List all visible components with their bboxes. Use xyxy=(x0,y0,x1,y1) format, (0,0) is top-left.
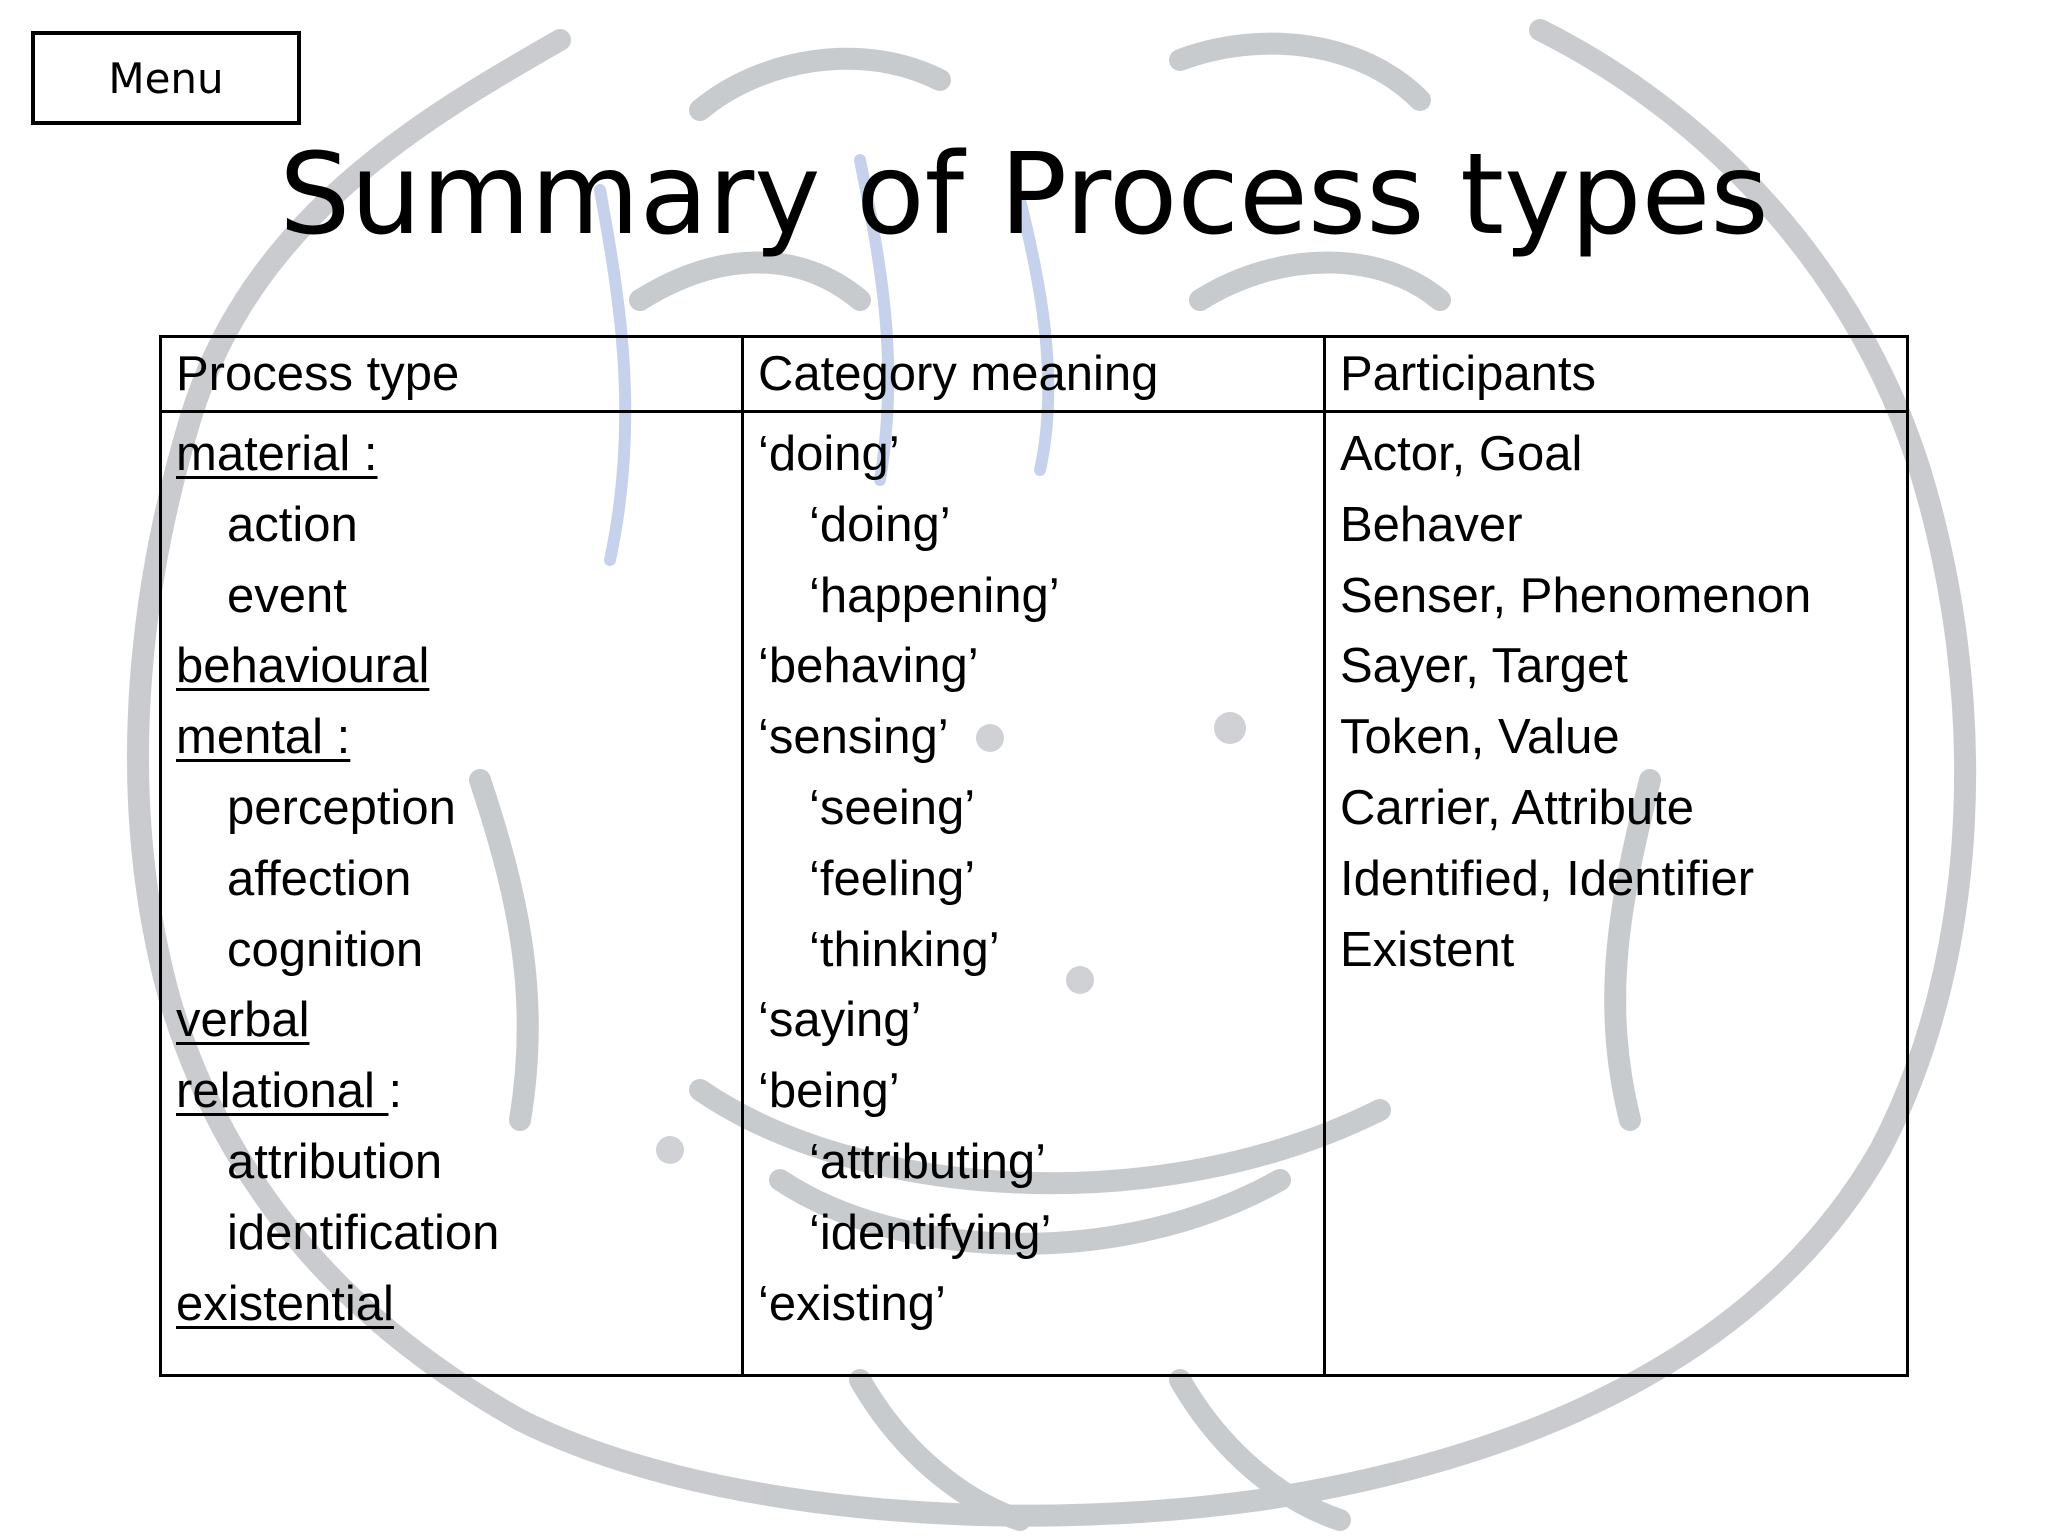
participants-item: Sayer, Target xyxy=(1340,639,1628,694)
category-meaning-item: ‘doing’ xyxy=(758,427,900,481)
category-meaning-item: ‘being’ xyxy=(758,1064,900,1119)
category-meaning-item: ‘feeling’ xyxy=(809,851,976,906)
process-type-suffix: : xyxy=(388,1064,403,1119)
process-type-label: verbal xyxy=(176,993,310,1048)
process-type-item: mental : xyxy=(176,702,727,773)
process-type-item: behavioural xyxy=(176,631,727,702)
process-types-table: Process type Category meaning Participan… xyxy=(159,335,1909,1377)
participants-item: Identified, Identifier xyxy=(1340,851,1755,906)
category-meaning-item: ‘seeing’ xyxy=(809,780,976,835)
process-type-item: cognition xyxy=(227,922,424,977)
process-type-item: material : xyxy=(176,419,727,490)
participants-item: Existent xyxy=(1340,922,1515,977)
participants-item: Token, Value xyxy=(1340,710,1620,765)
process-type-item: relational : xyxy=(176,1056,727,1127)
header-participants: Participants xyxy=(1323,335,1909,413)
process-type-item: perception xyxy=(227,780,456,835)
table-header-row: Process type Category meaning Participan… xyxy=(159,335,1909,413)
participants-item: Actor, Goal xyxy=(1340,427,1583,481)
category-meaning-item: ‘sensing’ xyxy=(758,710,949,765)
table-body-row: material : action event behavioural mental :… xyxy=(159,410,1909,1377)
process-type-item: attribution xyxy=(227,1134,443,1189)
process-type-item: verbal xyxy=(176,985,727,1056)
category-meaning-item: ‘doing’ xyxy=(809,497,951,552)
process-type-item: existential xyxy=(176,1269,727,1340)
category-meaning-item: ‘existing’ xyxy=(758,1276,946,1331)
process-type-label: material : xyxy=(176,427,378,481)
category-meaning-cell: ‘doing’ ‘doing’ ‘happening’ ‘behaving’ ‘sens… xyxy=(741,410,1326,1377)
participants-item: Senser, Phenomenon xyxy=(1340,568,1812,623)
header-process-type: Process type xyxy=(159,335,744,413)
category-meaning-item: ‘identifying’ xyxy=(809,1205,1052,1260)
participants-item: Carrier, Attribute xyxy=(1340,780,1695,835)
category-meaning-item: ‘thinking’ xyxy=(809,922,1000,977)
process-type-label: existential xyxy=(176,1276,394,1331)
menu-button[interactable]: Menu xyxy=(31,31,301,125)
process-type-list: material : action event behavioural mental :… xyxy=(176,413,727,1339)
process-type-item: action xyxy=(227,497,358,552)
process-type-item: identification xyxy=(227,1205,500,1260)
process-type-cell: material : action event behavioural mental :… xyxy=(159,410,744,1377)
category-meaning-item: ‘behaving’ xyxy=(758,639,979,694)
category-meaning-item: ‘happening’ xyxy=(809,568,1060,623)
participants-item: Behaver xyxy=(1340,497,1523,552)
category-meaning-list: ‘doing’ ‘doing’ ‘happening’ ‘behaving’ ‘sens… xyxy=(758,413,1309,1339)
process-type-label: behavioural xyxy=(176,639,430,694)
process-type-label: mental : xyxy=(176,710,351,765)
category-meaning-item: ‘saying’ xyxy=(758,993,922,1048)
process-type-label: relational xyxy=(176,1064,389,1119)
process-type-item: affection xyxy=(227,851,412,906)
slide-title: Summary of Process types xyxy=(279,130,1769,260)
header-category-meaning: Category meaning xyxy=(741,335,1326,413)
process-type-item: event xyxy=(227,568,347,623)
category-meaning-item: ‘attributing’ xyxy=(809,1134,1046,1189)
